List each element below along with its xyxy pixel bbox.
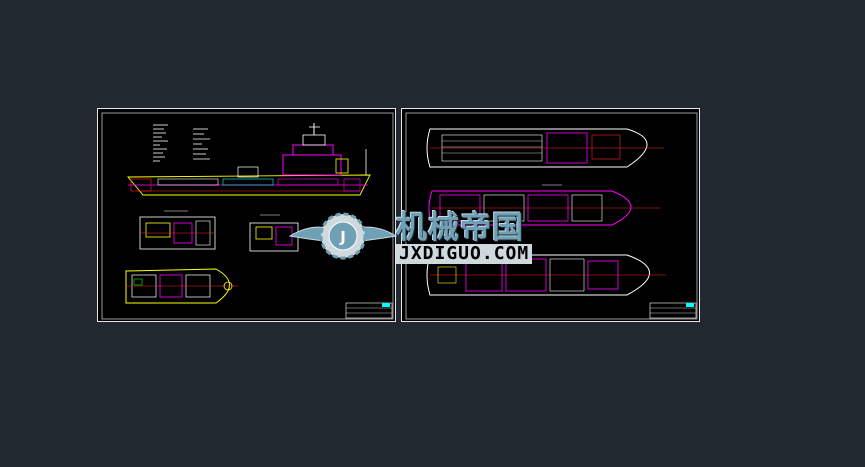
watermark-title-cn: 机械帝国 [396,210,524,246]
drawing-sheet-deck-plans[interactable] [401,108,700,322]
deck-plan-aft [139,210,216,250]
lower-deck-plan [426,254,666,296]
ship-profile-view [127,123,371,196]
drawing-left-graphics [101,112,394,320]
upper-deck-plan [426,128,664,168]
drawing-right-graphics [405,112,698,320]
title-block [345,302,393,319]
svg-text:J: J [339,228,346,246]
watermark-title-en: JXDIGUO.COM [396,244,533,264]
watermark: J 机械帝国 JXDIGUO.COM [288,196,588,276]
gear-wings-logo-icon: J [288,212,398,260]
middle-deck-plan [428,184,660,226]
inner-frame [101,112,394,320]
main-deck-plan [125,268,238,304]
inner-frame [405,112,698,320]
title-block [649,302,697,319]
notes-block [153,124,210,162]
